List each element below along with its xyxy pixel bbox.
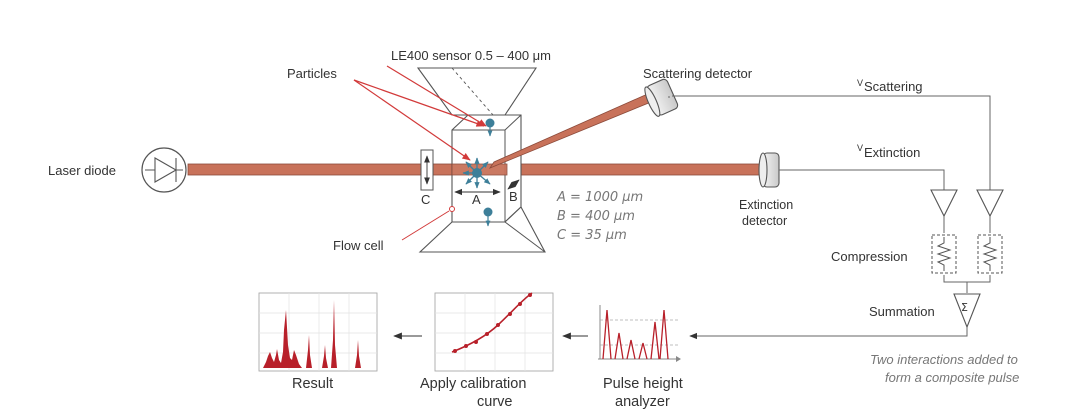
dim-b-value: B = 400 μm (557, 209, 635, 224)
sensor-label: LE400 sensor 0.5 – 400 μm (391, 48, 551, 63)
laser-diode-icon (141, 147, 187, 193)
summation-label: Summation (869, 304, 935, 319)
apply-calibration-label-2: curve (477, 394, 512, 410)
svg-text:Σ: Σ (961, 301, 968, 314)
note-line-1: Two interactions added to (870, 352, 1018, 367)
dim-a-value: A = 1000 μm (556, 190, 643, 205)
compression-icons (931, 234, 1003, 274)
apply-calibration-label-1: Apply calibration (420, 376, 526, 392)
result-label: Result (292, 376, 333, 392)
summation-icon: Σ (953, 293, 981, 329)
note-line-2: form a composite pulse (885, 370, 1019, 385)
scattering-detector-icon (644, 78, 679, 117)
signal-wires (668, 95, 991, 340)
dim-c-value: C = 35 μm (557, 228, 627, 243)
flow-cell (416, 67, 546, 253)
particles-label: Particles (287, 66, 337, 81)
pulse-height-label-1: Pulse height (603, 376, 683, 392)
dim-b-label: B (509, 189, 518, 204)
calibration-curve-chart (434, 292, 554, 372)
dim-c-label: C (421, 192, 430, 207)
compression-label: Compression (831, 249, 908, 264)
particles-pointers (353, 65, 487, 161)
svg-text:Extinction: Extinction (864, 145, 920, 160)
extinction-detector-icon (758, 152, 780, 188)
v-extinction-label: V Extinction (857, 143, 920, 160)
svg-text:Scattering: Scattering (864, 79, 923, 94)
scattering-detector-label: Scattering detector (643, 66, 753, 81)
pulse-height-label-2: analyzer (615, 394, 670, 410)
svg-text:V: V (857, 78, 863, 88)
result-chart (258, 292, 378, 372)
particles (462, 118, 495, 227)
extinction-detector-label-2: detector (742, 214, 787, 228)
dim-a-label: A (472, 192, 481, 207)
pulse-height-analyzer-chart (598, 305, 681, 362)
v-scattering-label: V Scattering (857, 78, 923, 94)
amplifier-icons (930, 189, 1004, 218)
extinction-detector-label-1: Extinction (739, 198, 793, 212)
flow-cell-label: Flow cell (333, 238, 384, 253)
laser-diode-label: Laser diode (48, 163, 116, 178)
svg-text:V: V (857, 143, 863, 153)
